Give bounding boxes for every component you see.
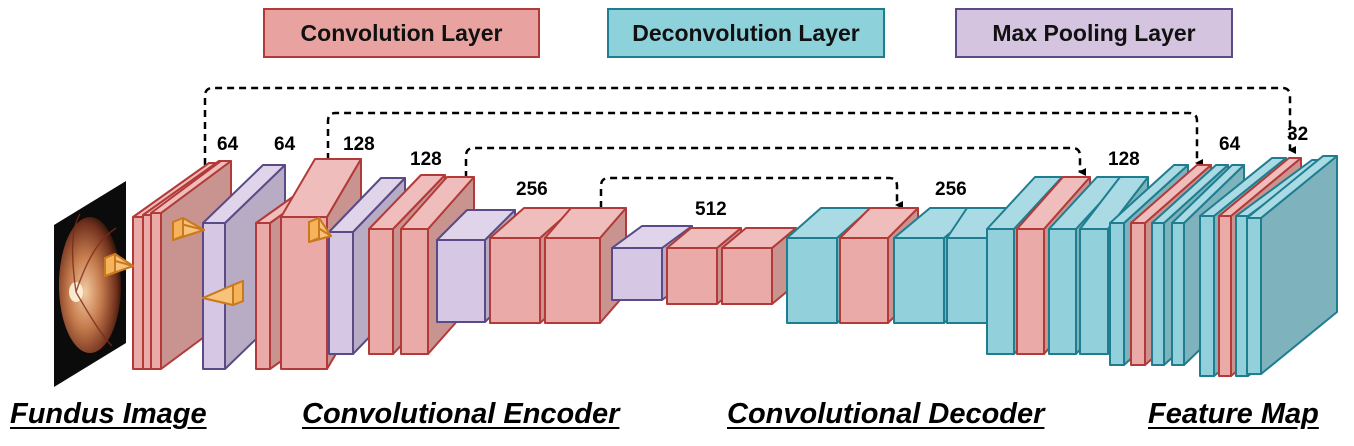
kernel-pyramid <box>202 280 244 306</box>
channel-label-256a: 256 <box>516 179 548 200</box>
conv-layer-block <box>721 227 797 305</box>
channel-label-256b: 256 <box>935 179 967 200</box>
channel-label-512: 512 <box>695 199 727 220</box>
skip-connection-arrow <box>203 86 1296 165</box>
skip-connection-arrow <box>599 176 903 209</box>
legend-convolution-label: Convolution Layer <box>300 19 503 46</box>
legend-convolution: Convolution Layer <box>263 8 540 58</box>
section-label-encoder: Convolutional Encoder <box>302 398 620 430</box>
channel-label-64a: 64 <box>217 134 239 155</box>
legend-deconvolution-label: Deconvolution Layer <box>632 19 860 46</box>
kernel-pyramid <box>308 217 332 243</box>
skip-connections <box>203 86 1296 209</box>
legend-max-pooling: Max Pooling Layer <box>955 8 1233 58</box>
channel-label-128c: 128 <box>1108 149 1140 170</box>
skip-connection-arrow <box>326 111 1203 167</box>
section-label-fundus: Fundus Image <box>10 398 207 430</box>
channel-label-64c: 64 <box>1219 134 1241 155</box>
legend-max-pooling-label: Max Pooling Layer <box>992 19 1196 46</box>
channel-label-128b: 128 <box>410 149 442 170</box>
legend-deconvolution: Deconvolution Layer <box>607 8 885 58</box>
section-label-feature-map: Feature Map <box>1148 398 1319 430</box>
deconv-layer-block <box>1246 155 1338 375</box>
fundus-image <box>54 181 126 387</box>
section-label-decoder: Convolutional Decoder <box>727 398 1045 430</box>
kernel-pyramid <box>104 253 134 277</box>
channel-label-64b: 64 <box>274 134 296 155</box>
kernel-pyramid <box>172 217 205 241</box>
channel-label-32: 32 <box>1287 124 1308 145</box>
skip-connection-arrow <box>464 146 1086 178</box>
layer-blocks <box>132 155 1338 377</box>
kernel-markers <box>104 217 332 306</box>
channel-label-128a: 128 <box>343 134 375 155</box>
